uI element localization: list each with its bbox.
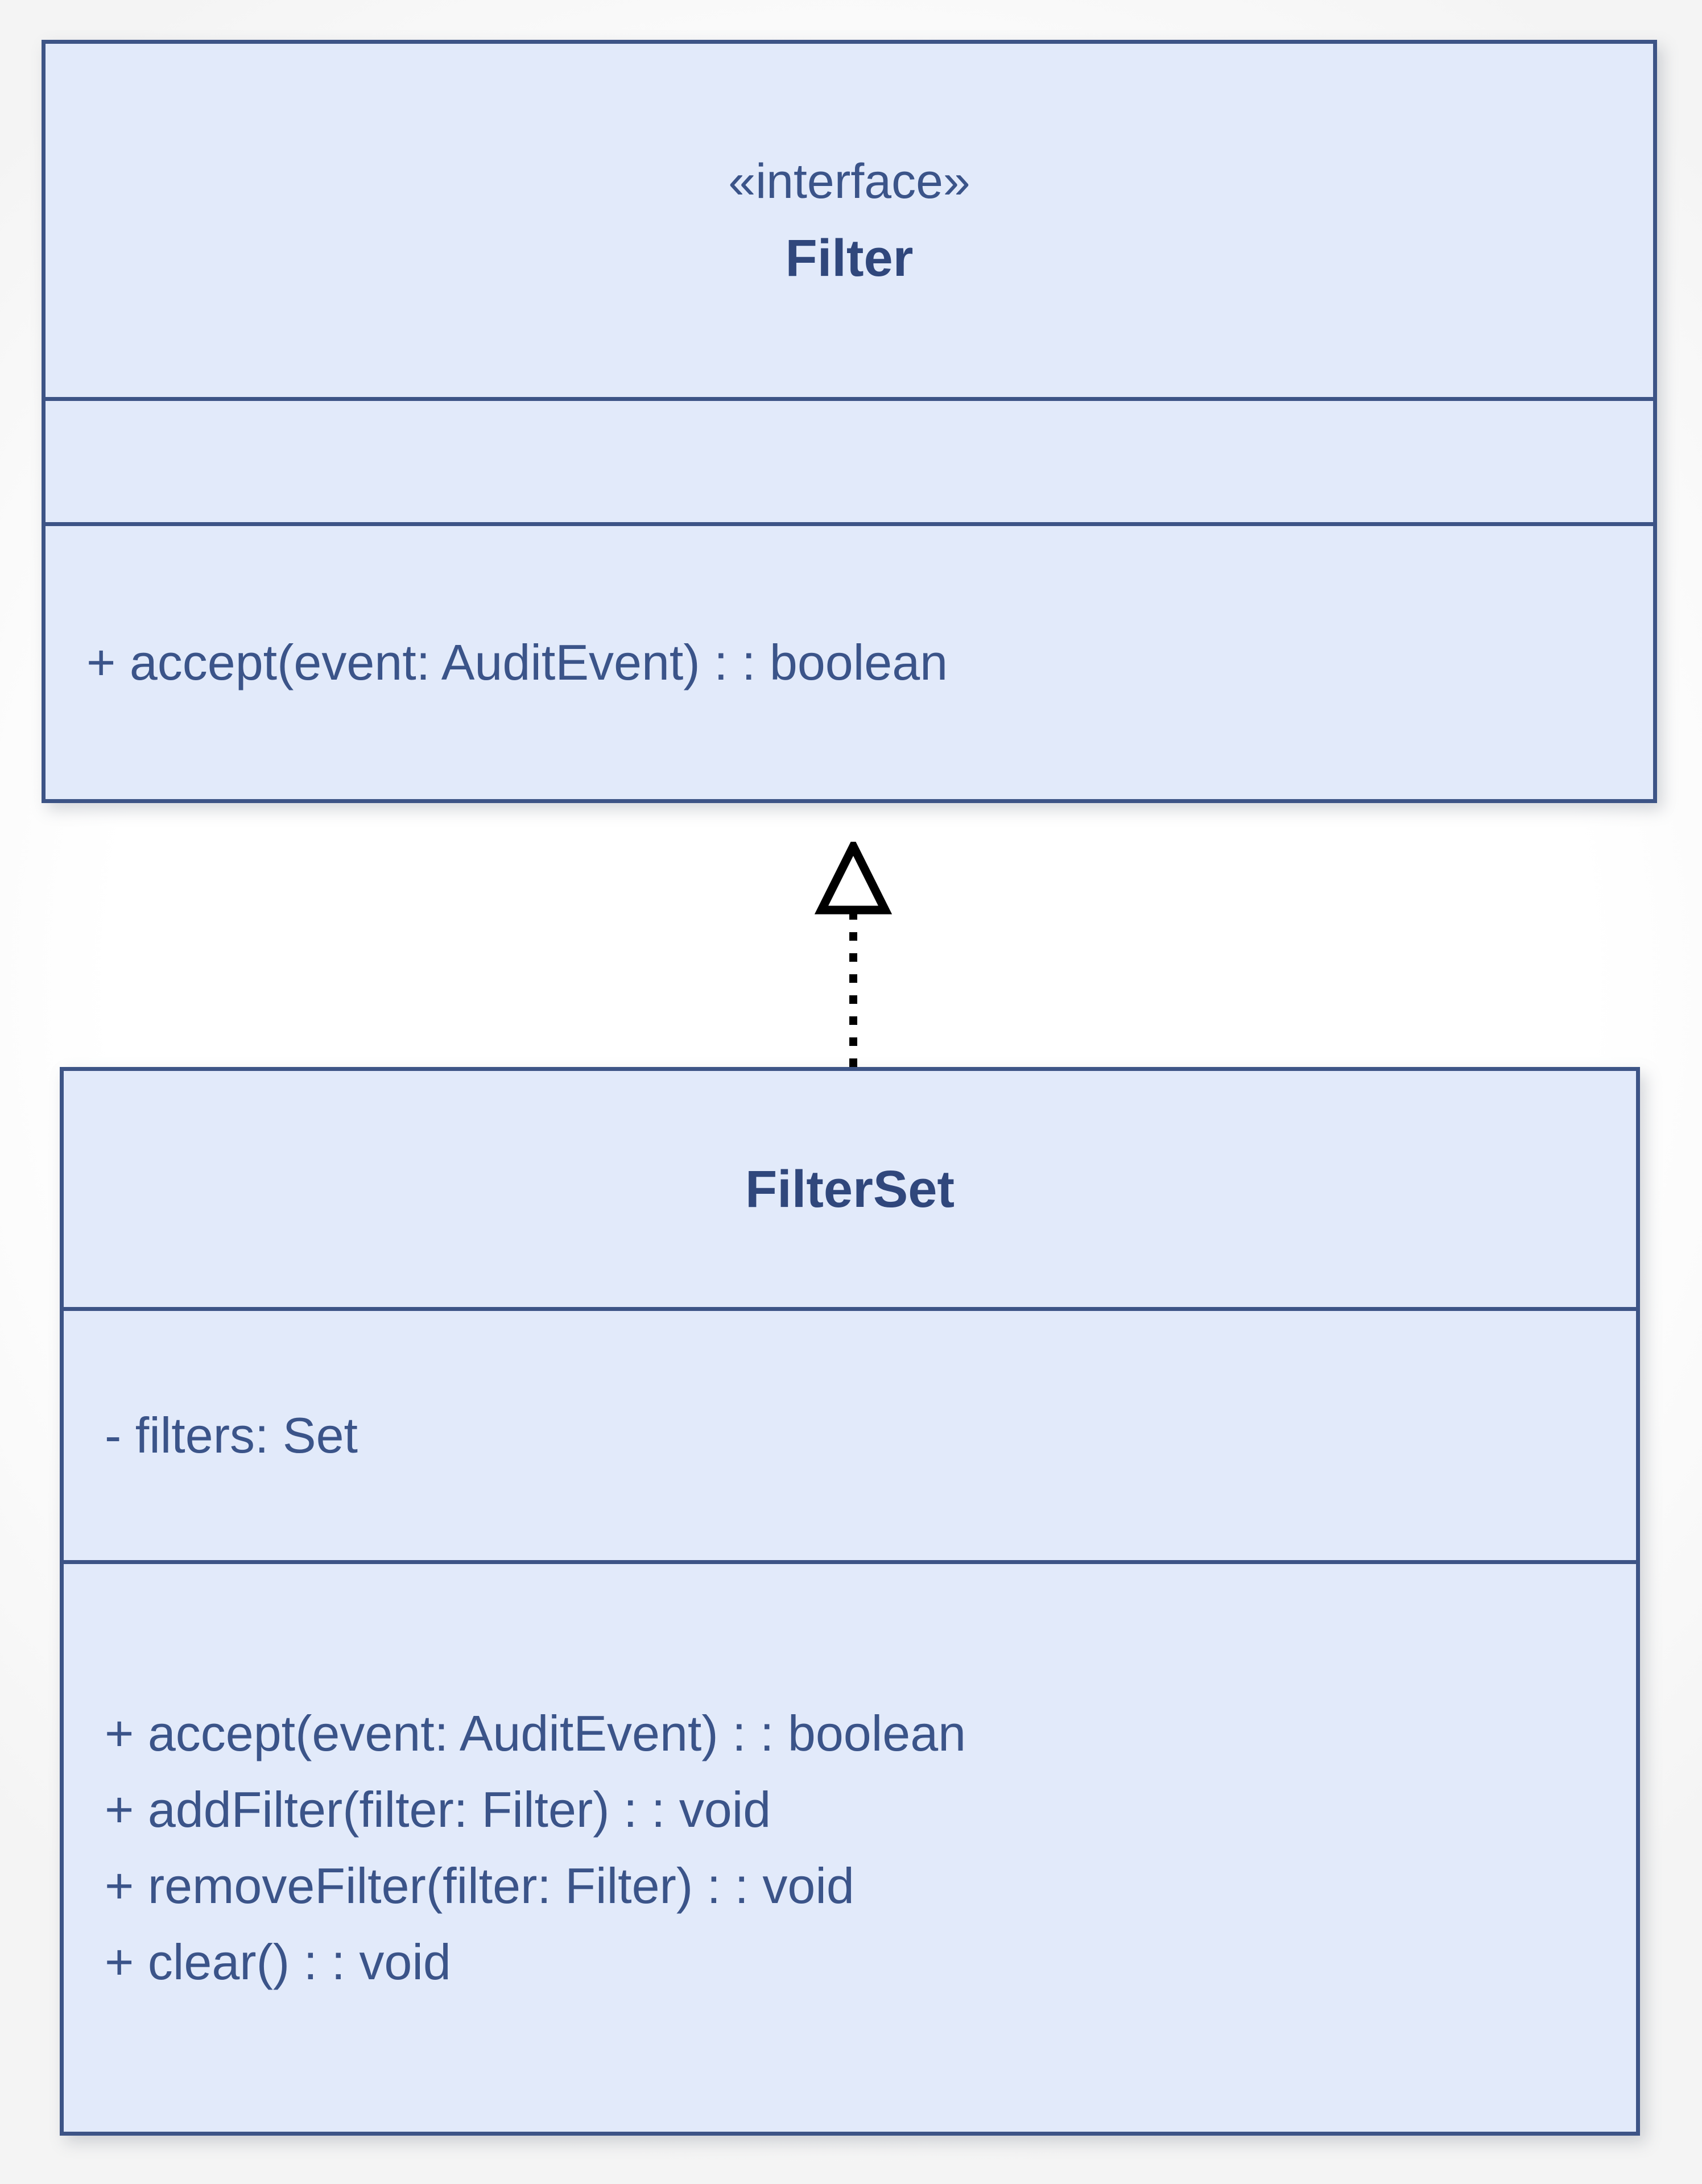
- class-title: FilterSet: [745, 1160, 955, 1218]
- class-header-filterset: FilterSet: [64, 1071, 1636, 1307]
- attribute-row: - filters: Set: [105, 1407, 358, 1463]
- class-methods-filter: + accept(event: AuditEvent) : : boolean: [46, 522, 1653, 799]
- class-stereotype: «interface»: [728, 154, 970, 209]
- method-row: + addFilter(filter: Filter) : : void: [105, 1781, 771, 1838]
- method-row: + accept(event: AuditEvent) : : boolean: [86, 634, 948, 690]
- class-attributes-filter: [46, 397, 1653, 522]
- uml-class-filter[interactable]: «interface» Filter + accept(event: Audit…: [42, 40, 1657, 803]
- method-row: + accept(event: AuditEvent) : : boolean: [105, 1705, 966, 1761]
- class-methods-filterset: + accept(event: AuditEvent) : : boolean …: [64, 1560, 1636, 2132]
- uml-class-filterset[interactable]: FilterSet - filters: Set + accept(event:…: [60, 1067, 1640, 2136]
- class-header-filter: «interface» Filter: [46, 44, 1653, 397]
- realization-connector: [802, 842, 904, 1069]
- hollow-triangle-arrow-icon: [814, 842, 893, 915]
- method-row: + removeFilter(filter: Filter) : : void: [105, 1858, 854, 1914]
- class-attributes-filterset: - filters: Set: [64, 1307, 1636, 1560]
- class-title: Filter: [785, 229, 914, 287]
- method-row: + clear() : : void: [105, 1934, 451, 1990]
